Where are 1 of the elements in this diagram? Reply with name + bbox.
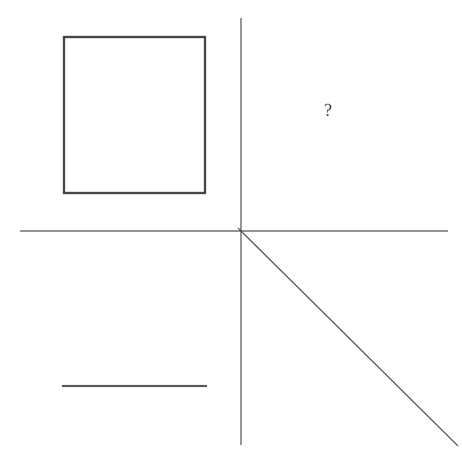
- question-mark: ?: [324, 104, 332, 116]
